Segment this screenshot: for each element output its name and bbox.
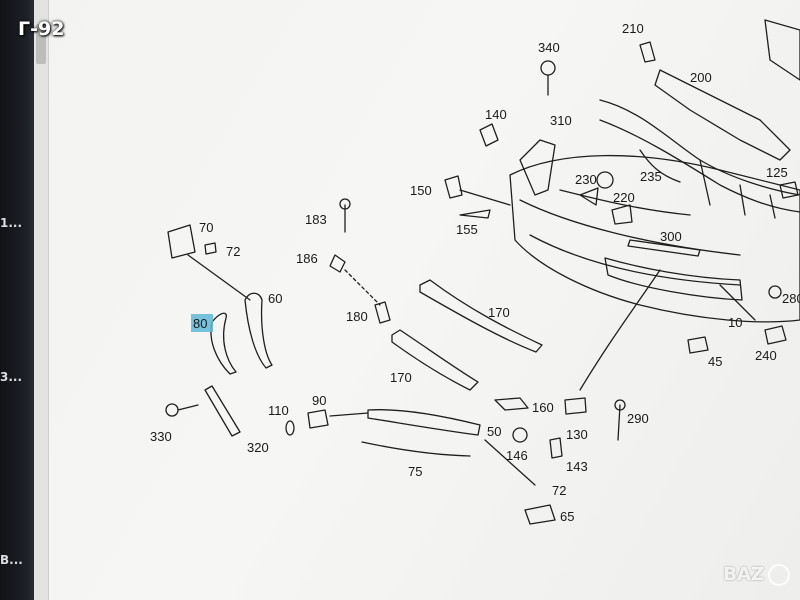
- callout-label[interactable]: 130: [566, 427, 588, 442]
- watermark-logo-icon: [768, 564, 790, 586]
- part-60: [244, 292, 273, 369]
- part-150: [444, 175, 463, 199]
- part-125: [779, 181, 799, 199]
- callout-label[interactable]: 170: [390, 370, 412, 385]
- callout-label[interactable]: 10: [728, 315, 742, 330]
- part-75: [361, 441, 471, 457]
- part-130: [564, 397, 587, 415]
- part-183: [339, 198, 351, 210]
- part-240: [764, 325, 787, 345]
- callout-label[interactable]: 125: [766, 165, 788, 180]
- bracket-200: [654, 69, 791, 161]
- callout-label[interactable]: 235: [640, 169, 662, 184]
- callout-label[interactable]: 160: [532, 400, 554, 415]
- callout-label[interactable]: 143: [566, 459, 588, 474]
- part-186: [329, 254, 346, 273]
- callout-label[interactable]: 183: [305, 212, 327, 227]
- callout-label[interactable]: 65: [560, 509, 574, 524]
- callout-label[interactable]: 220: [613, 190, 635, 205]
- highlight-marker: [191, 314, 213, 332]
- part-280: [768, 285, 782, 299]
- part-340: [540, 60, 556, 76]
- part-65: [524, 504, 556, 525]
- watermark-text: BAZ: [723, 564, 764, 585]
- callout-label[interactable]: 60: [268, 291, 282, 306]
- callout-label[interactable]: 150: [410, 183, 432, 198]
- callout-label[interactable]: 330: [150, 429, 172, 444]
- part-146: [512, 427, 528, 443]
- callout-label[interactable]: 290: [627, 411, 649, 426]
- callout-label[interactable]: 340: [538, 40, 560, 55]
- callout-label[interactable]: 50: [487, 424, 501, 439]
- bumper-cover: [509, 154, 800, 323]
- callout-label[interactable]: 310: [550, 113, 572, 128]
- sidebar-fragment-3: В...: [0, 553, 23, 567]
- part-210: [639, 41, 656, 63]
- wire-harness: [599, 99, 800, 196]
- callout-label[interactable]: 240: [755, 348, 777, 363]
- part-300: [627, 239, 701, 257]
- part-143: [549, 437, 563, 459]
- monitor-bezel: [0, 0, 36, 600]
- callout-label[interactable]: 72: [226, 244, 240, 259]
- callout-label[interactable]: 280: [782, 291, 800, 306]
- part-80: [210, 312, 237, 375]
- callout-label[interactable]: 180: [346, 309, 368, 324]
- scrollbar[interactable]: [34, 0, 49, 600]
- part-160: [494, 397, 529, 411]
- part-70: [167, 224, 196, 259]
- callout-label[interactable]: 75: [408, 464, 422, 479]
- callout-label-highlighted[interactable]: 80: [193, 316, 207, 331]
- grille-170-upper: [419, 279, 543, 353]
- callout-label[interactable]: 320: [247, 440, 269, 455]
- callout-label[interactable]: 230: [575, 172, 597, 187]
- part-220: [611, 204, 633, 225]
- callout-labels: 340 210 200 140 310 230 235 220 150 155 …: [150, 21, 800, 524]
- part-290: [614, 399, 626, 411]
- callout-label[interactable]: 110: [268, 403, 289, 418]
- part-45: [687, 336, 709, 354]
- callout-label[interactable]: 155: [456, 222, 478, 237]
- scrollbar-thumb[interactable]: [36, 24, 46, 64]
- callout-label[interactable]: 90: [312, 393, 326, 408]
- part-140: [479, 123, 499, 147]
- callout-label[interactable]: 140: [485, 107, 507, 122]
- grille-170-lower: [391, 329, 479, 391]
- watermark: BAZ: [723, 564, 790, 586]
- part-230: [596, 171, 614, 189]
- callout-label[interactable]: 300: [660, 229, 682, 244]
- callout-label[interactable]: 170: [488, 305, 510, 320]
- part-90: [307, 409, 329, 429]
- sidebar-fragment-2: 3...: [0, 370, 23, 384]
- part-110: [285, 420, 295, 436]
- part-330: [177, 404, 199, 411]
- callout-label[interactable]: 45: [708, 354, 722, 369]
- parts-diagram-screen: [34, 0, 800, 600]
- listing-badge: Г-92: [18, 18, 65, 40]
- callout-label[interactable]: 72: [552, 483, 566, 498]
- part-320: [204, 385, 241, 437]
- bracket-310: [519, 139, 556, 196]
- sidebar-fragment-1: 1...: [0, 216, 23, 230]
- callout-label[interactable]: 210: [622, 21, 644, 36]
- callout-label[interactable]: 186: [296, 251, 318, 266]
- callout-label[interactable]: 200: [690, 70, 712, 85]
- callout-label[interactable]: 146: [506, 448, 528, 463]
- bumper-grille-slot: [604, 257, 743, 301]
- part-drawings: [165, 19, 800, 525]
- part-50: [367, 409, 481, 436]
- callout-label[interactable]: 70: [199, 220, 213, 235]
- part-180: [374, 301, 391, 324]
